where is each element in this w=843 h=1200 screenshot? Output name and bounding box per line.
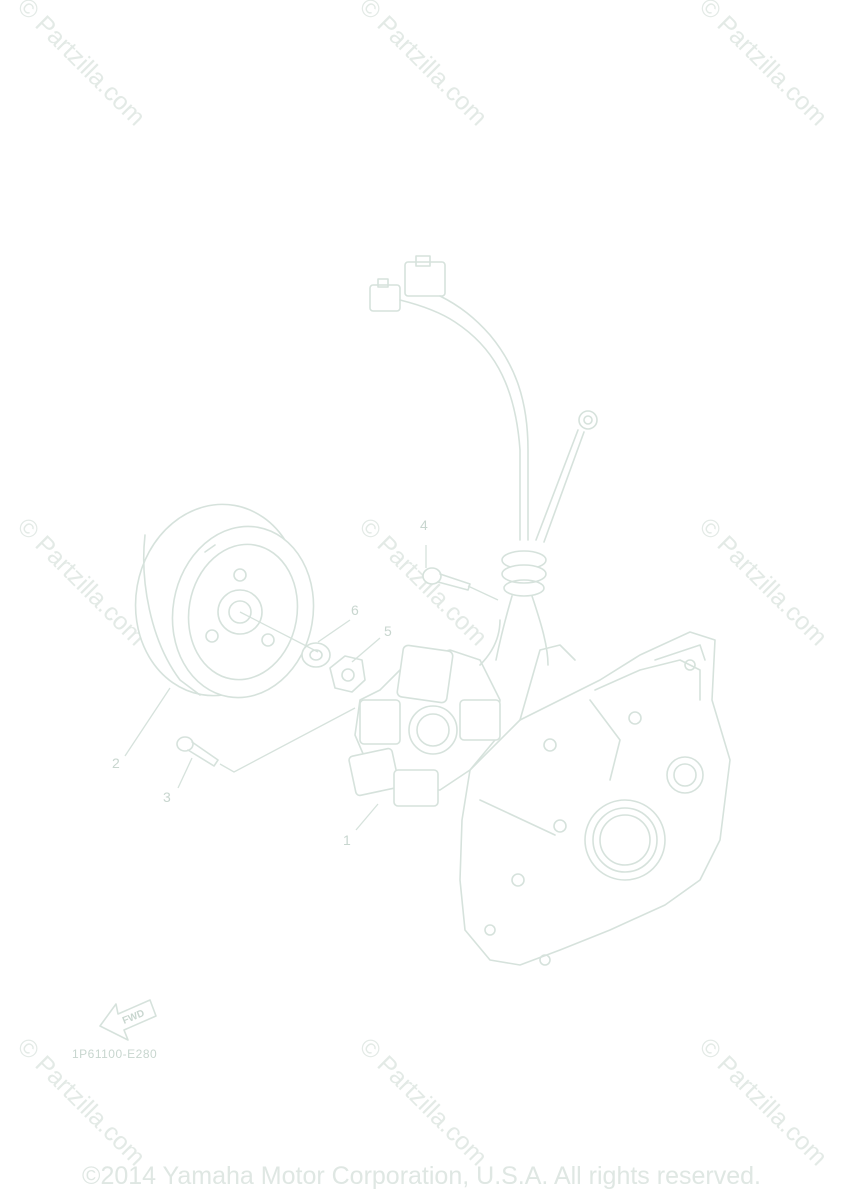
bearing-bore xyxy=(584,799,666,881)
screw-part-3 xyxy=(176,736,219,767)
drawing-code: 1P61100-E280 xyxy=(72,1047,157,1061)
flywheel-rotor xyxy=(134,503,315,699)
callout-5: 5 xyxy=(384,623,392,639)
stator-coil xyxy=(359,699,401,745)
copyright-notice: ©2014 Yamaha Motor Corporation, U.S.A. A… xyxy=(82,1162,761,1190)
watermark-group: © Partzilla.com © Partzilla.com © Partzi… xyxy=(12,0,833,1171)
screw-part-4 xyxy=(422,567,471,591)
watermark: © Partzilla.com xyxy=(354,1032,493,1171)
stator-coil xyxy=(396,644,454,704)
callout-1: 1 xyxy=(343,832,351,848)
stator xyxy=(348,619,501,807)
watermark: © Partzilla.com xyxy=(694,1032,833,1171)
wire-harness xyxy=(369,255,598,666)
callouts: 1 2 3 4 5 6 xyxy=(112,517,428,848)
callout-3: 3 xyxy=(163,789,171,805)
stator-center xyxy=(408,705,458,755)
watermark: © Partzilla.com xyxy=(354,512,493,651)
stator-coil xyxy=(459,699,501,741)
nut xyxy=(329,655,366,693)
fwd-arrow: FWD xyxy=(99,999,157,1041)
stator-coil xyxy=(348,747,400,797)
connector-plug-small xyxy=(369,284,401,312)
ring-terminal xyxy=(578,410,598,430)
watermark: © Partzilla.com xyxy=(354,0,493,131)
stator-coil xyxy=(393,769,439,807)
crankcase-cover xyxy=(459,631,731,966)
callout-2: 2 xyxy=(112,755,120,771)
watermark: © Partzilla.com xyxy=(694,512,833,651)
callout-6: 6 xyxy=(351,602,359,618)
watermark: © Partzilla.com xyxy=(12,0,151,131)
leader-lines xyxy=(124,545,499,831)
connector-plug xyxy=(404,261,446,297)
fwd-arrow-icon xyxy=(99,999,157,1041)
callout-4: 4 xyxy=(420,517,428,533)
watermark: © Partzilla.com xyxy=(694,0,833,131)
watermark: © Partzilla.com xyxy=(12,512,151,651)
washer xyxy=(301,642,331,668)
